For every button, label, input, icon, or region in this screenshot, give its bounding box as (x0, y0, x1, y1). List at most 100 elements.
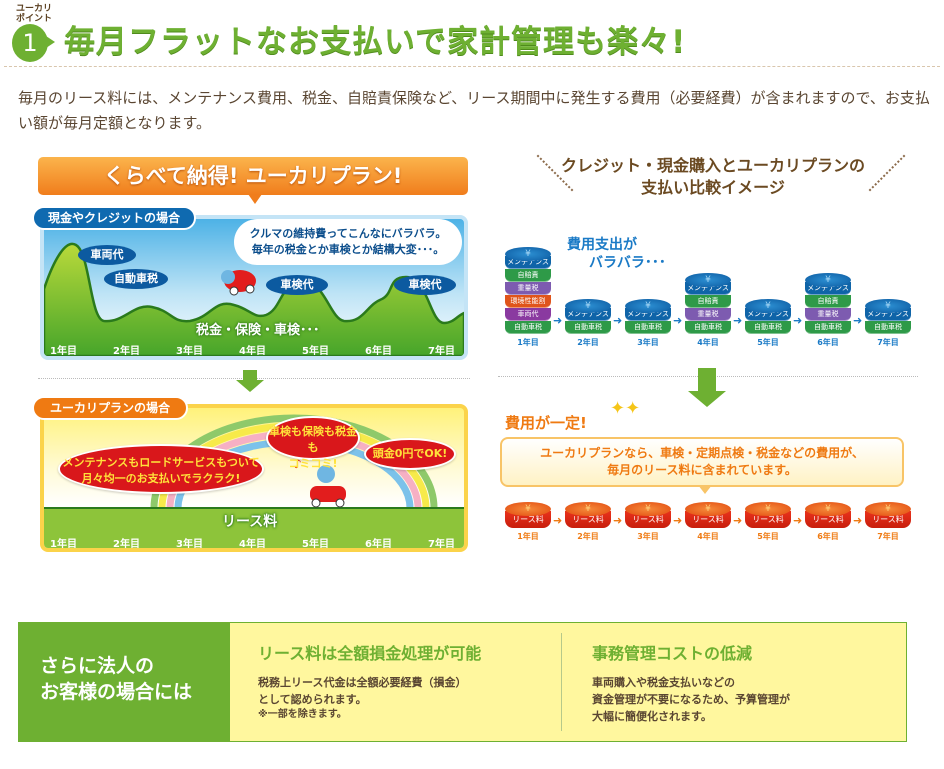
ground (44, 508, 464, 548)
coin-label: リース料 (805, 511, 851, 528)
cost-scattered-line-2: バラバラ･･･ (589, 255, 666, 271)
badge-number: 1 (12, 24, 48, 62)
oval-vehicle-cost: 車両代 (78, 245, 136, 265)
lease-years-axis: 1年目 2年目 3年目 4年目 5年目 6年目 7年目 (50, 535, 455, 550)
lease-ground-label: リース料 (222, 514, 278, 530)
year-label: 7年目 (877, 338, 899, 347)
maintenance-bubble: メンテナンスもロードサービスもついて 月々均一のお支払いでラクラク! (58, 444, 264, 494)
benefit-note: ※一部を除きます。 (258, 709, 347, 720)
cash-years-axis: 1年目 2年目 3年目 4年目 5年目 6年目 7年目 (50, 342, 455, 357)
yen-icon: ¥ (505, 502, 551, 516)
year-label: 2年目 (113, 346, 140, 357)
arrow-right-icon: ➜ (553, 314, 563, 327)
coin-label: リース料 (865, 511, 911, 528)
year-label: 4年目 (697, 338, 719, 347)
year-label: 1年目 (50, 539, 77, 550)
maintenance-line-2: 月々均一のお支払いでラクラク! (81, 472, 241, 485)
arrow-right-icon: ➜ (613, 314, 623, 327)
arrow-right-icon: ➜ (853, 314, 863, 327)
year-label: 5年目 (302, 539, 329, 550)
year-label: 3年目 (637, 532, 659, 541)
year-label: 7年目 (428, 346, 455, 357)
year-label: 1年目 (50, 346, 77, 357)
cash-case-tag: 現金やクレジットの場合 (32, 206, 197, 230)
yen-icon: ¥ (805, 502, 851, 516)
page-title: 毎月フラットなお支払いで家計管理も楽々! (64, 24, 687, 60)
corporate-benefit-expense: リース料は全額損金処理が可能 税務上リース代金は全額必要経費（損金） として認め… (258, 640, 481, 722)
benefit-line: 大幅に簡便化されます。 (592, 710, 712, 723)
corporate-benefit-admin: 事務管理コストの低減 車両購入や税金支払いなどの 資金管理が不要になるため、予算… (592, 640, 790, 725)
stack-layer: 車両代 (505, 308, 551, 321)
arrow-right-icon: ➜ (733, 514, 743, 527)
year-label: 6年目 (365, 539, 392, 550)
title-divider (4, 66, 940, 67)
year-label: 3年目 (637, 338, 659, 347)
year-label: 1年目 (517, 532, 539, 541)
stack-layer: 自動車税 (745, 321, 791, 334)
corporate-label: さらに法人の お客様の場合には (18, 622, 230, 742)
oval-inspection-cost-2: 車検代 (394, 275, 456, 295)
year-label: 7年目 (877, 532, 899, 541)
year-label: 2年目 (113, 539, 140, 550)
stack-layer: 自賠責 (685, 295, 731, 308)
lease-note-tail (698, 485, 712, 494)
stack-layer: 自賠責 (505, 269, 551, 282)
stack-layer: 重量税 (685, 308, 731, 321)
arrow-right-icon: ➜ (793, 514, 803, 527)
stack-layer: 重量税 (805, 308, 851, 321)
lease-note-line-1: ユーカリプランなら、車検・定期点検・税金などの費用が、 (540, 446, 864, 460)
down-arrow-icon (243, 370, 257, 380)
year-label: 3年目 (176, 346, 203, 357)
sparkle-icon: ✦✦ (610, 398, 641, 419)
year-label: 2年目 (577, 532, 599, 541)
arrow-right-icon: ➜ (613, 514, 623, 527)
lease-case-scene: ♪ メンテナンスもロードサービスもついて 月々均一のお支払いでラクラク! 車検も… (40, 404, 468, 552)
benefit-line: 資金管理が不要になるため、予算管理が (592, 693, 790, 706)
year-label: 4年目 (239, 346, 266, 357)
lease-coin: ¥リース料 6年目 (805, 502, 851, 542)
compare-banner-text: くらべて納得! ユーカリプラン! (103, 164, 403, 188)
down-payment-bubble: 頭金0円でOK! (364, 438, 456, 470)
cost-fixed-label: 費用が一定! (505, 414, 587, 432)
oval-auto-tax: 自動車税 (104, 269, 168, 289)
year-label: 6年目 (817, 532, 839, 541)
year-label: 2年目 (577, 338, 599, 347)
inclusive-bubble: 車検も保険も税金も コミコミ! (266, 416, 360, 470)
banner-tail (248, 194, 262, 204)
compare-banner: くらべて納得! ユーカリプラン! (38, 157, 468, 204)
stack-layer: 自動車税 (505, 321, 551, 334)
benefit-title: 事務管理コストの低減 (592, 644, 753, 663)
year-label: 6年目 (365, 346, 392, 357)
yen-icon: ¥ (685, 273, 731, 287)
coin-label: リース料 (565, 511, 611, 528)
stack-layer: 環境性能割 (505, 295, 551, 308)
badge-tail (46, 36, 55, 48)
cash-case-scene: クルマの維持費ってこんなにバラバラ。 毎年の税金とか車検とか結構大変･･･。 車… (40, 215, 468, 360)
benefit-line: 車両購入や税金支払いなどの (592, 676, 735, 689)
year-label: 5年目 (757, 338, 779, 347)
yen-icon: ¥ (865, 502, 911, 516)
intro-text: 毎月のリース料には、メンテナンス費用、税金、自賠責保険など、リース期間中に発生す… (18, 89, 930, 132)
yen-icon: ¥ (805, 273, 851, 287)
arrow-right-icon: ➜ (553, 514, 563, 527)
lease-note-line-2: 毎月のリース料に含まれています。 (607, 463, 797, 477)
lease-case-tag: ユーカリプランの場合 (32, 396, 189, 420)
down-arrow-head (236, 380, 264, 392)
oval-inspection-cost-1: 車検代 (266, 275, 328, 295)
yen-icon: ¥ (685, 502, 731, 516)
benefit-line: 税務上リース代金は全額必要経費（損金） (258, 676, 467, 689)
car-mascot-icon (221, 270, 256, 296)
thought-line-2: 毎年の税金とか車検とか結構大変･･･。 (251, 243, 445, 256)
cost-scattered-line-1: 費用支出が (567, 237, 637, 253)
hills-illustration (44, 242, 464, 356)
coin-label: リース料 (625, 511, 671, 528)
